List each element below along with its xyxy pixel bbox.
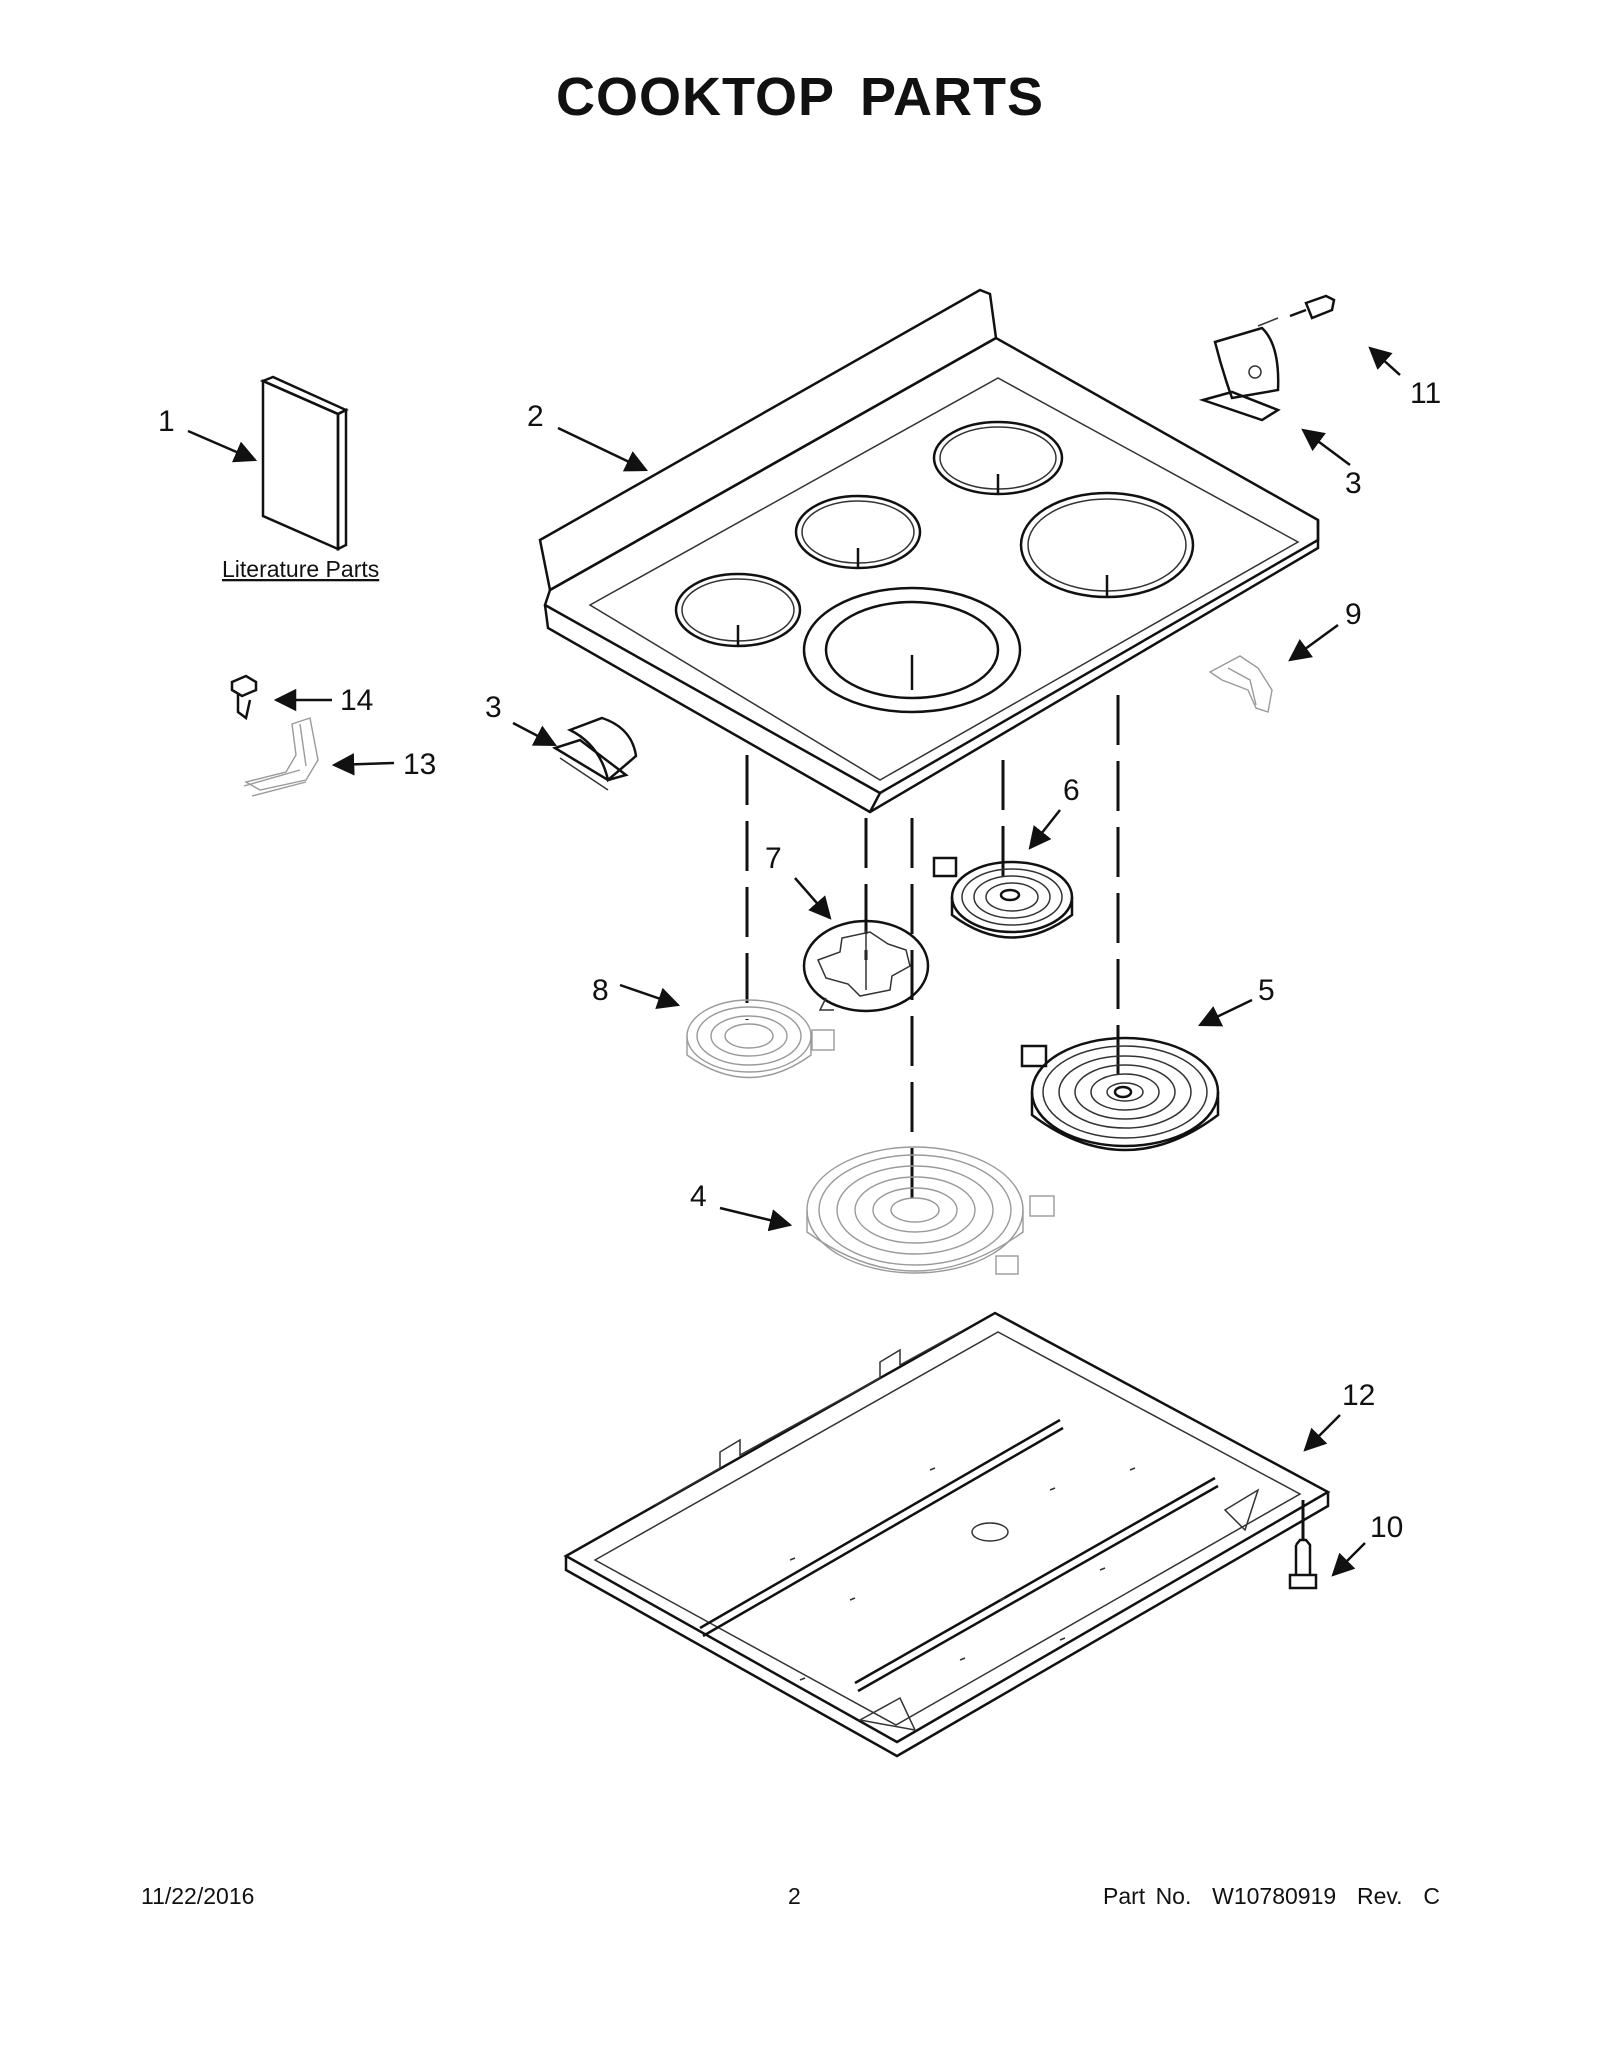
clip-part-9 <box>1208 655 1273 713</box>
cooktop-end-cap-left <box>551 716 638 791</box>
pan-slots <box>789 1467 1136 1681</box>
callout-12: 12 <box>1342 1379 1375 1412</box>
radiant-element-part-6 <box>932 856 1074 939</box>
radiant-element-part-4 <box>806 1146 1055 1275</box>
callout-8: 8 <box>592 974 609 1007</box>
callout-2: 2 <box>527 400 544 433</box>
callout-3-left: 3 <box>485 691 502 724</box>
screw-part-14 <box>230 674 258 721</box>
footer-part-number: Part No. W10780919 Rev. C <box>1103 1883 1440 1909</box>
callout-1: 1 <box>158 405 175 438</box>
literature-booklet <box>259 375 349 552</box>
callout-9: 9 <box>1345 598 1362 631</box>
radiant-element-part-5 <box>1020 1036 1220 1152</box>
footer-page-number: 2 <box>788 1883 801 1909</box>
callout-14: 14 <box>340 684 373 717</box>
callout-labels: 1 2 11 3 9 14 3 13 6 7 8 5 4 12 10 <box>158 377 1441 1544</box>
callout-5: 5 <box>1258 974 1275 1007</box>
screw-part-11 <box>1257 294 1336 327</box>
callout-7: 7 <box>765 842 782 875</box>
burner-box-part-12 <box>563 1311 1331 1758</box>
callout-arrows <box>187 346 1401 1577</box>
burner-rings <box>674 420 1195 714</box>
callout-3-right: 3 <box>1345 467 1362 500</box>
cooktop-end-cap-right <box>1198 326 1281 422</box>
cooktop-main-top <box>538 288 1320 814</box>
screw-part-10 <box>1288 1538 1318 1590</box>
callout-11: 11 <box>1410 377 1441 410</box>
footer-date: 11/22/2016 <box>141 1883 255 1909</box>
literature-parts-label: Literature Parts <box>222 556 379 582</box>
bracket-part-13 <box>243 717 319 797</box>
callout-13: 13 <box>403 748 436 781</box>
radiant-element-part-8 <box>686 999 835 1079</box>
callout-6: 6 <box>1063 774 1080 807</box>
page-title: COOKTOP PARTS <box>555 67 1045 127</box>
callout-4: 4 <box>690 1180 707 1213</box>
callout-10: 10 <box>1370 1511 1403 1544</box>
insulation-part-7 <box>802 919 930 1013</box>
